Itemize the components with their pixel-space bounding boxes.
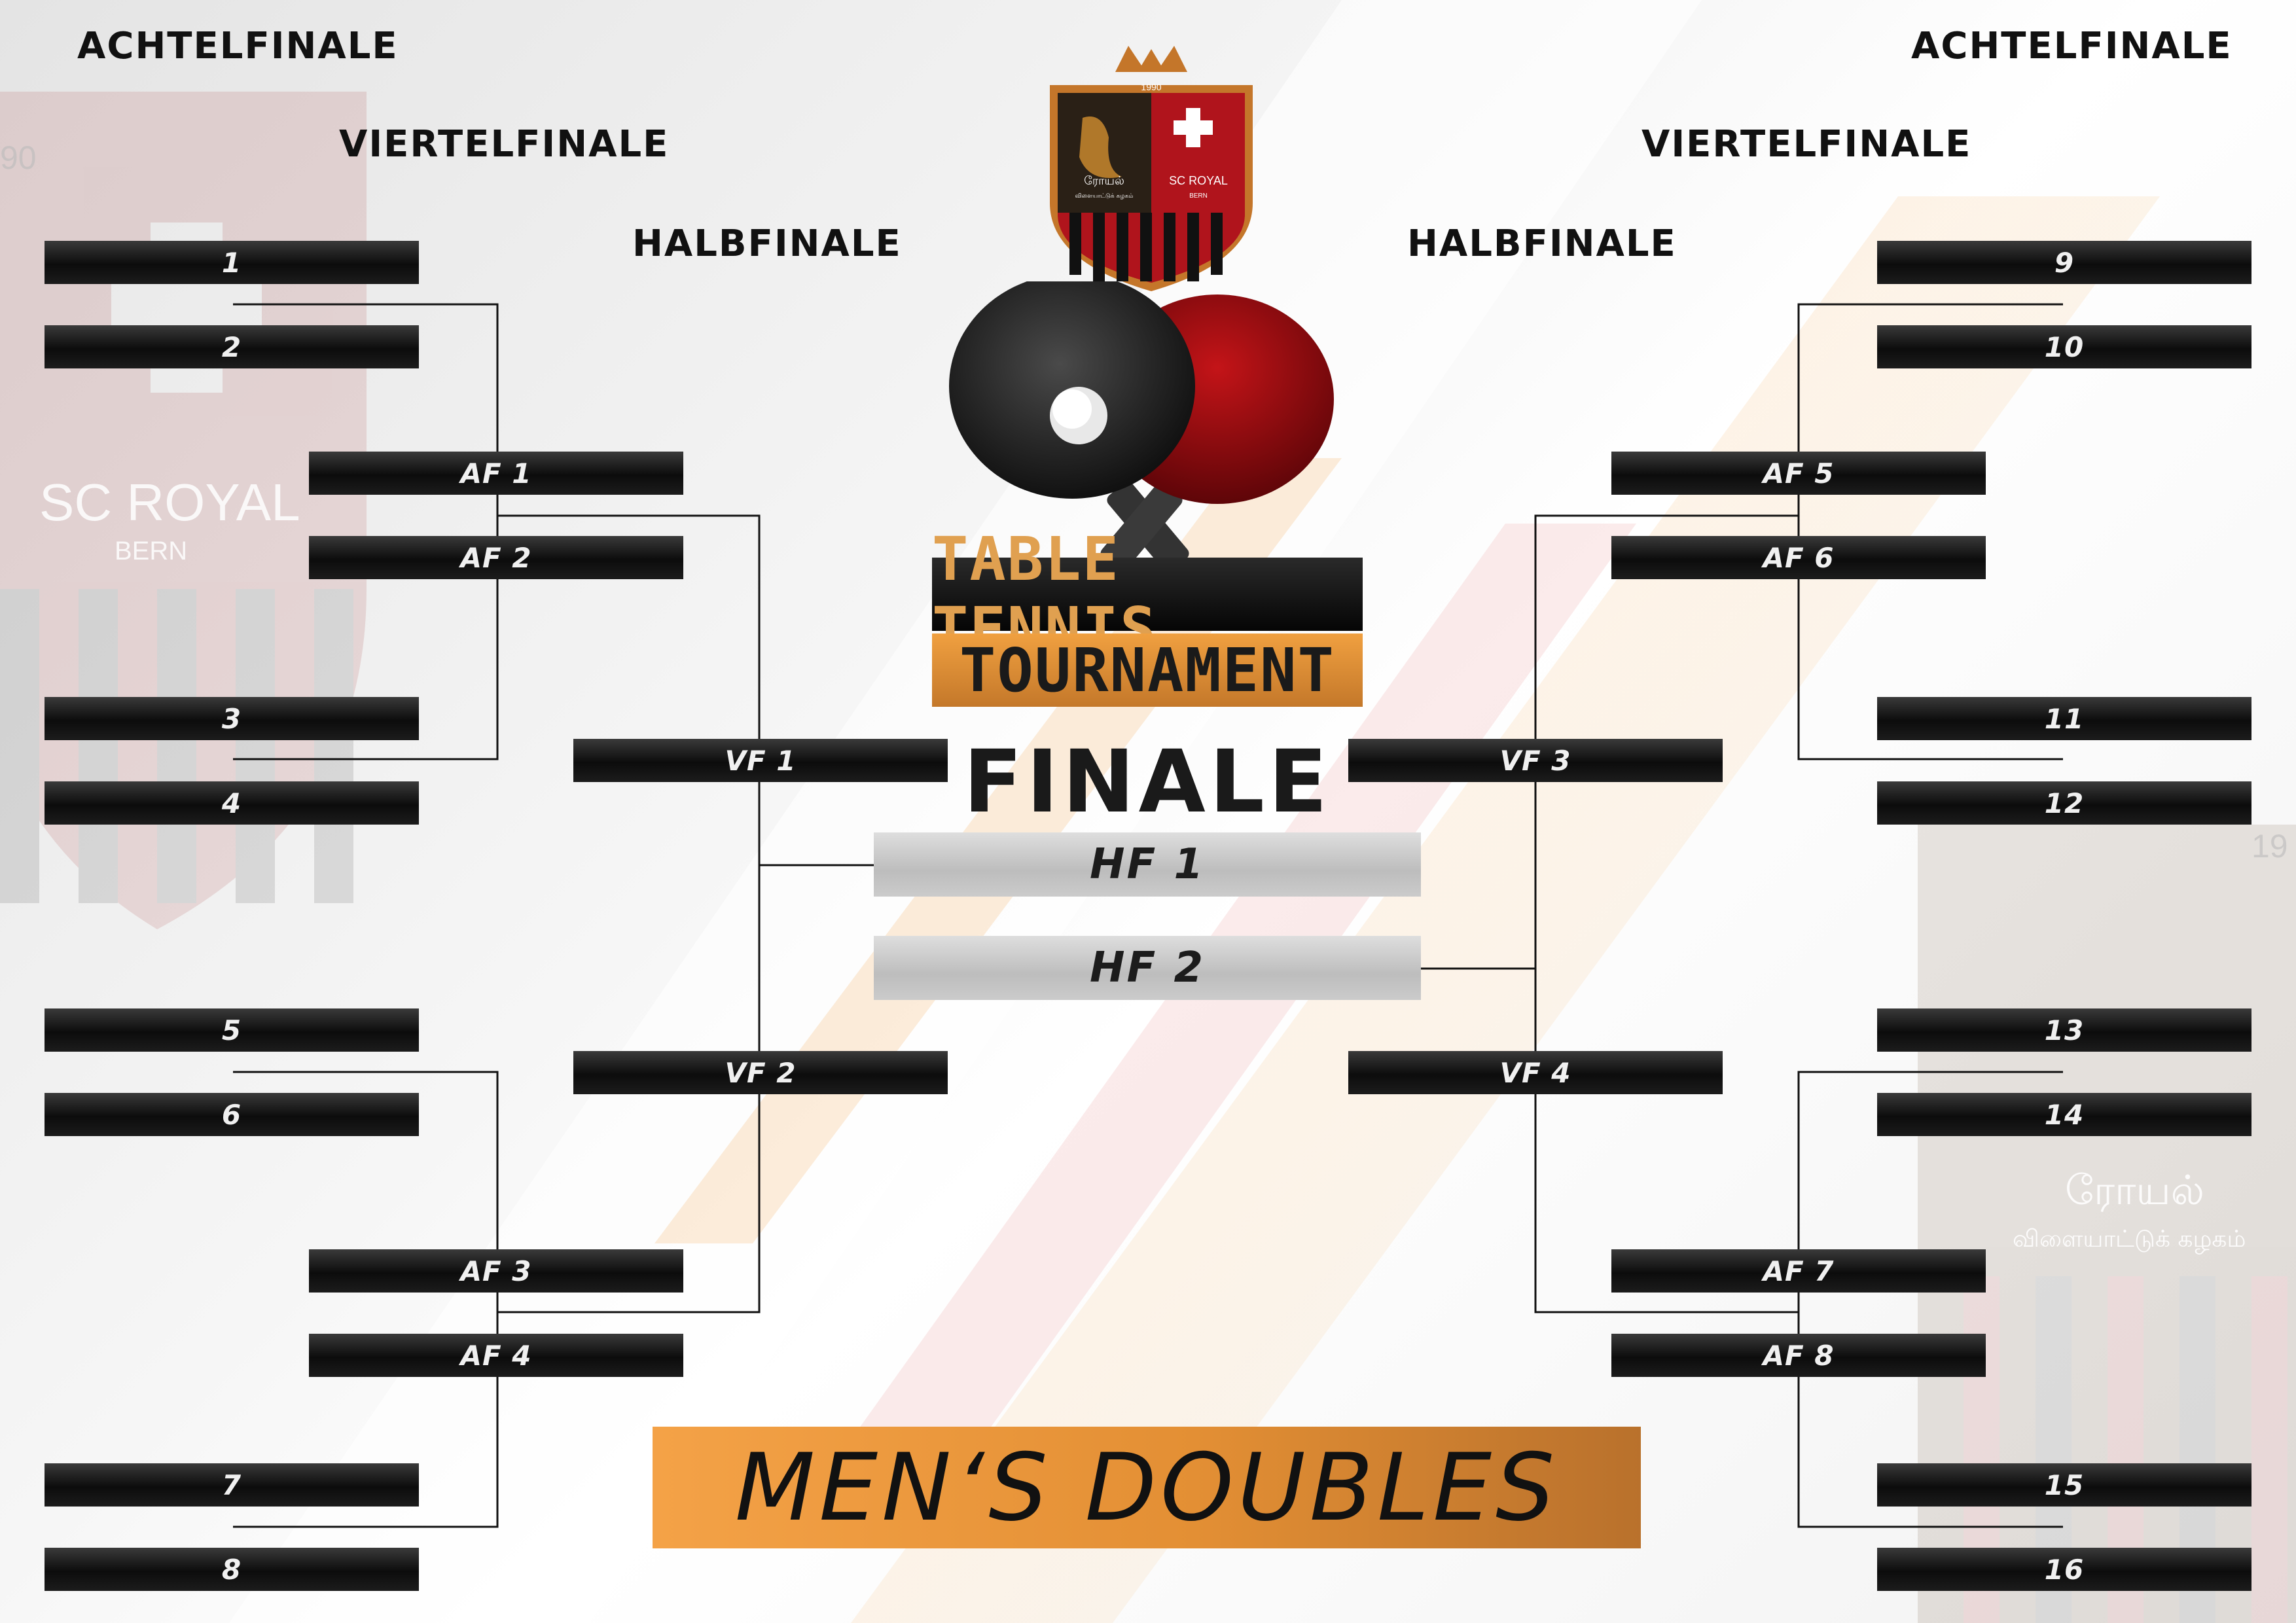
right-af-slot-5[interactable]: AF 5 [1611,452,1986,495]
logo-city: BERN [1189,192,1208,200]
left-r16-slot-6[interactable]: 6 [45,1093,419,1136]
heading-right-achtelfinale: ACHTELFINALE [1911,25,2233,67]
heading-left-halbfinale: HALBFINALE [632,223,902,265]
category-banner: MEN‘S DOUBLES [653,1427,1641,1548]
heading-left-achtelfinale: ACHTELFINALE [77,25,399,67]
heading-right-halbfinale: HALBFINALE [1407,223,1677,265]
right-r16-slot-11[interactable]: 11 [1877,697,2251,740]
left-r16-slot-1[interactable]: 1 [45,241,419,284]
right-watermark-tamil-sub: விளையாட்டுக் கழகம் [2013,1226,2246,1255]
left-af-slot-3[interactable]: AF 3 [309,1249,683,1293]
left-r16-slot-5[interactable]: 5 [45,1008,419,1052]
left-r16-slot-3[interactable]: 3 [45,697,419,740]
left-vf-slot-2[interactable]: VF 2 [573,1051,948,1094]
title-line-1: TABLE TENNIS [932,524,1363,664]
logo-tamil-sub: விளையாட்டுக் கழகம் [1075,193,1133,200]
logo-tamil-name: ரோயல் [1084,174,1124,188]
heading-right-viertelfinale: VIERTELFINALE [1641,123,1972,166]
left-af-slot-2[interactable]: AF 2 [309,536,683,579]
right-vf-slot-4[interactable]: VF 4 [1348,1051,1723,1094]
finale-label: FINALE [963,732,1332,832]
right-af-slot-8[interactable]: AF 8 [1611,1334,1986,1377]
left-r16-slot-2[interactable]: 2 [45,325,419,368]
right-af-slot-7[interactable]: AF 7 [1611,1249,1986,1293]
left-watermark-year: 90 [0,139,37,176]
left-vf-slot-1[interactable]: VF 1 [573,739,948,782]
finale-slot-hf1[interactable]: HF 1 [874,832,1421,897]
right-af-slot-6[interactable]: AF 6 [1611,536,1986,579]
left-af-slot-1[interactable]: AF 1 [309,452,683,495]
right-r16-slot-13[interactable]: 13 [1877,1008,2251,1052]
logo-name: SC ROYAL [1169,174,1228,187]
right-r16-slot-12[interactable]: 12 [1877,781,2251,825]
left-r16-slot-7[interactable]: 7 [45,1463,419,1507]
right-watermark-tamil-name: ரோயல் [2065,1166,2204,1214]
club-logo: 1990 ரோயல் விளையாட்டுக் கழகம் SC ROYAL B… [1050,46,1253,291]
finale-slot-hf2[interactable]: HF 2 [874,936,1421,1000]
left-r16-slot-4[interactable]: 4 [45,781,419,825]
logo-year: 1990 [1141,82,1161,92]
heading-left-viertelfinale: VIERTELFINALE [339,123,670,166]
paddles-icon [949,281,1334,569]
left-r16-slot-8[interactable]: 8 [45,1548,419,1591]
right-r16-slot-10[interactable]: 10 [1877,325,2251,368]
right-r16-slot-16[interactable]: 16 [1877,1548,2251,1591]
right-r16-slot-15[interactable]: 15 [1877,1463,2251,1507]
title-line-2: TOURNAMENT [932,633,1363,707]
right-r16-slot-9[interactable]: 9 [1877,241,2251,284]
left-watermark-name: SC ROYAL [39,473,300,531]
right-vf-slot-3[interactable]: VF 3 [1348,739,1723,782]
left-af-slot-4[interactable]: AF 4 [309,1334,683,1377]
right-r16-slot-14[interactable]: 14 [1877,1093,2251,1136]
left-watermark-city: BERN [115,537,187,565]
right-watermark-year: 19 [2251,828,2288,865]
